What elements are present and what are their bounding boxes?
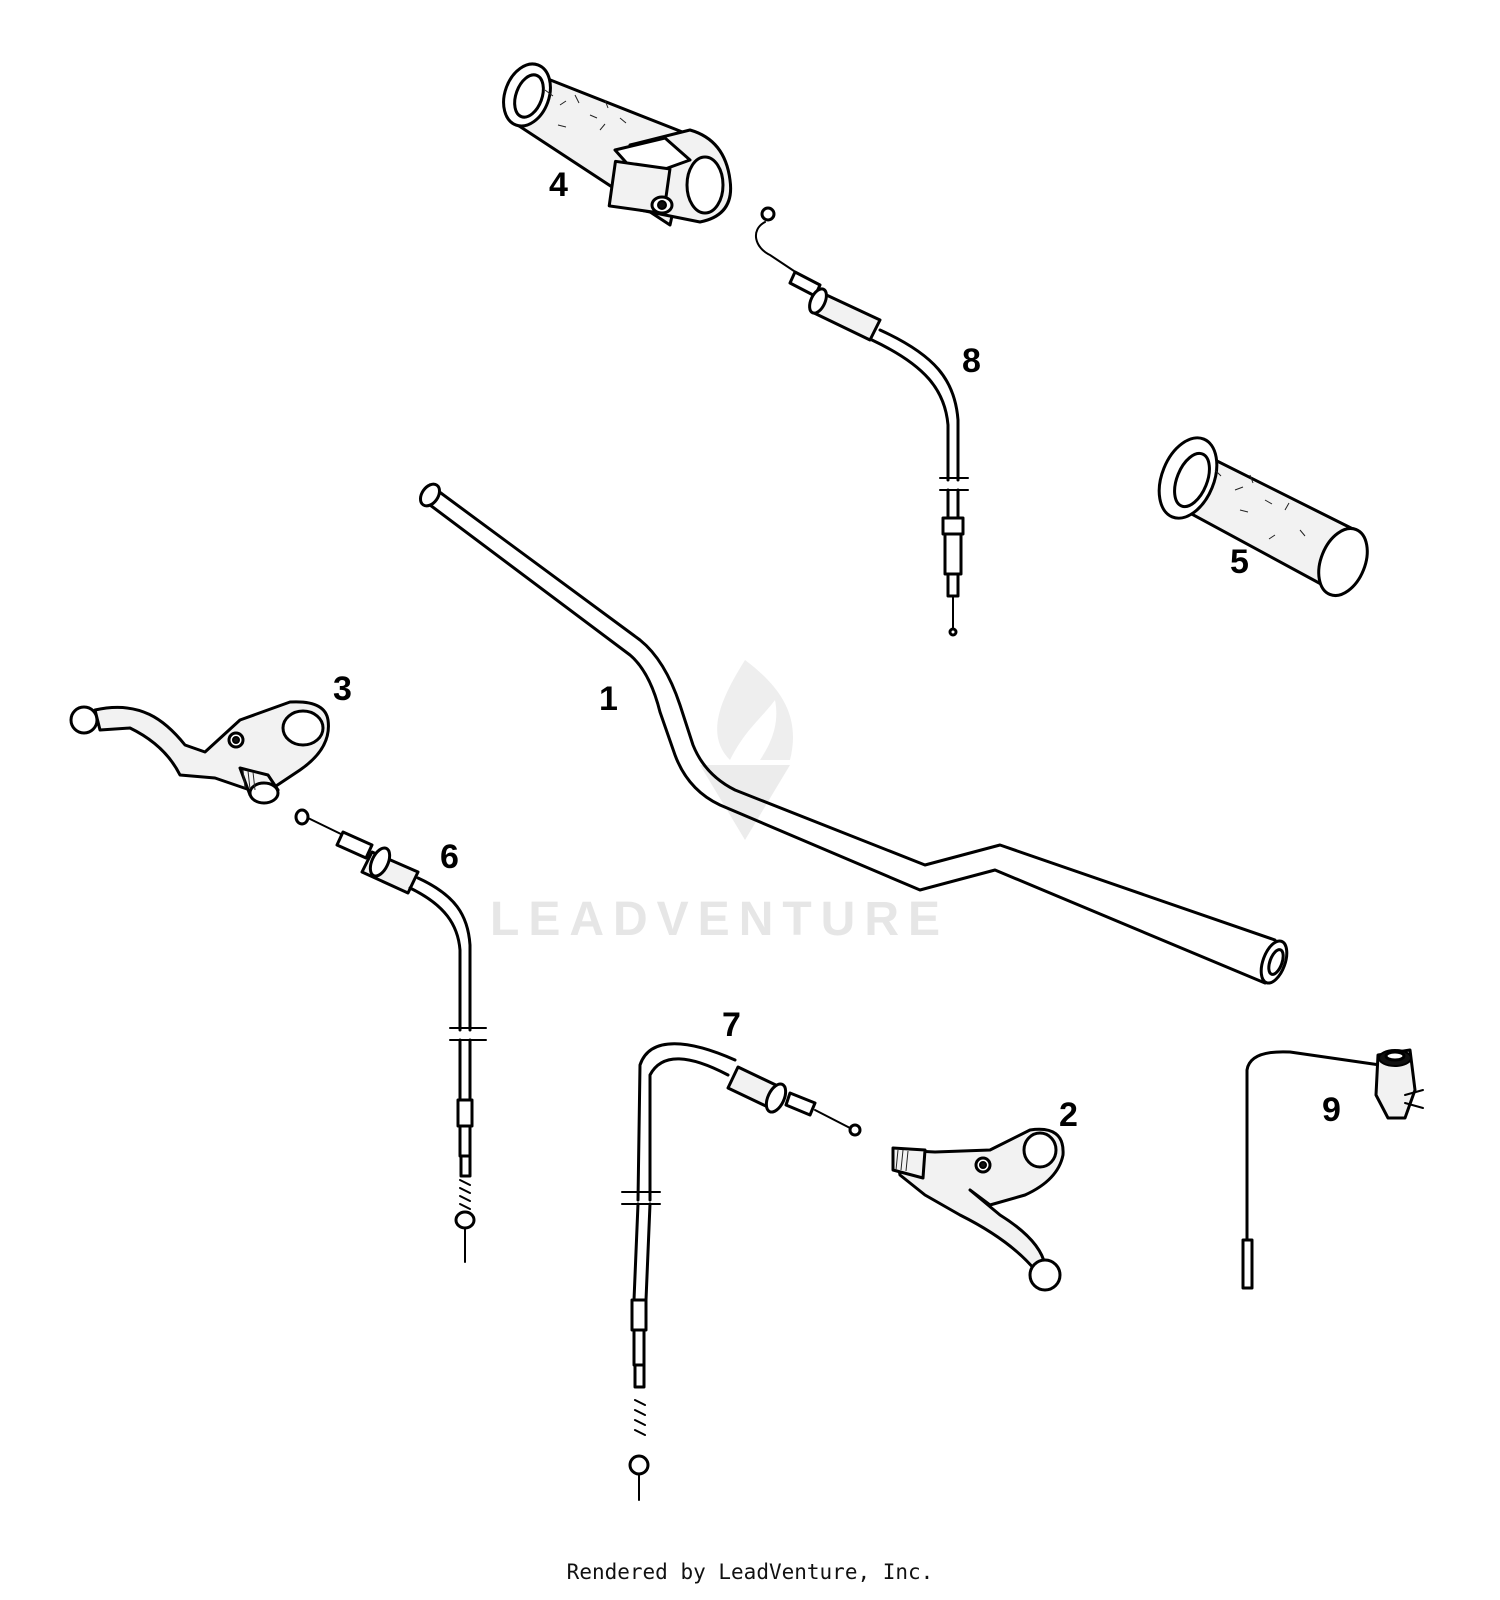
throttle-cable[interactable] <box>755 206 969 637</box>
kill-switch[interactable] <box>1241 1048 1424 1290</box>
callout-9: 9 <box>1322 1091 1341 1129</box>
left-grip[interactable] <box>1148 429 1376 602</box>
callout-1: 1 <box>599 680 618 718</box>
brake-cable[interactable] <box>621 1042 862 1501</box>
watermark-text: LEADVENTURE <box>490 893 949 946</box>
callout-6: 6 <box>440 838 459 876</box>
clutch-lever[interactable] <box>69 700 330 805</box>
render-credit: Rendered by LeadVenture, Inc. <box>566 1560 934 1584</box>
callout-8: 8 <box>962 342 981 380</box>
callout-2: 2 <box>1059 1096 1078 1134</box>
handlebar[interactable] <box>417 481 1292 987</box>
callout-3: 3 <box>333 670 352 708</box>
callout-7: 7 <box>722 1006 741 1044</box>
watermark: LEADVENTURE <box>490 660 949 946</box>
callout-5: 5 <box>1230 543 1249 581</box>
throttle-grip[interactable] <box>495 57 733 227</box>
watermark-flame-logo <box>700 660 793 840</box>
brake-lever[interactable] <box>891 1127 1065 1292</box>
callout-4: 4 <box>549 166 568 204</box>
clutch-cable[interactable] <box>294 808 487 1263</box>
callout-labels: 1 2 3 4 5 6 7 8 9 <box>333 166 1341 1134</box>
